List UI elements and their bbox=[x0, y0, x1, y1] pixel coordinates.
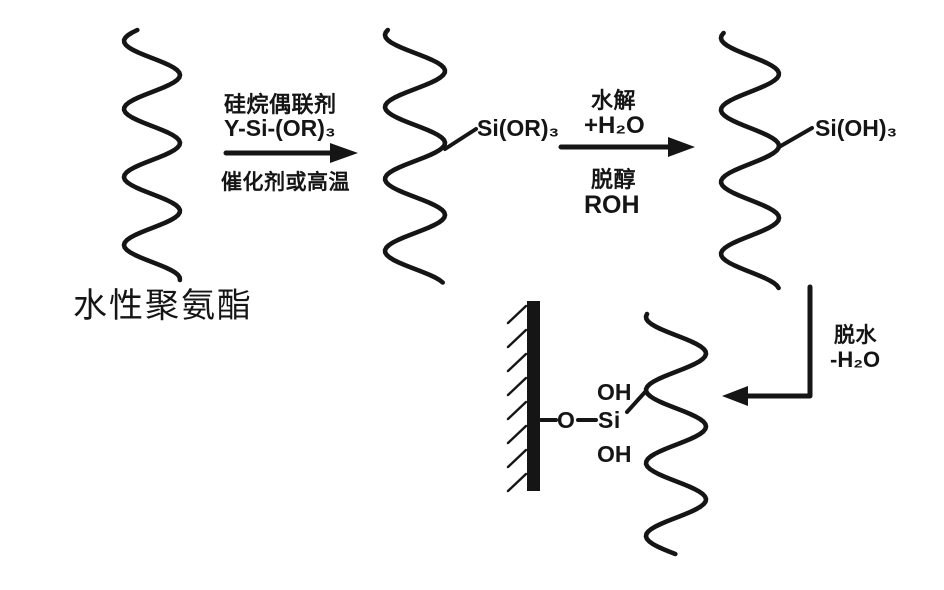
bond-si-to-chain bbox=[625, 389, 648, 414]
polymer-chain-hydrolyzed-sioh bbox=[718, 30, 782, 291]
grafted-sior-group-label: Si(OR)₃ bbox=[477, 115, 560, 141]
polymer-chain-anchored bbox=[643, 311, 709, 557]
substrate-wall bbox=[506, 301, 540, 493]
step1-reagent-name: 硅烷偶联剂 bbox=[224, 92, 337, 117]
step1-condition-label: 催化剂或高温 bbox=[221, 171, 350, 194]
product-oxygen-label: O bbox=[557, 407, 576, 433]
product-oh-top-label: OH bbox=[597, 379, 632, 405]
polymer-chain-grafted-sior bbox=[382, 27, 448, 285]
step1-reagent-formula: Y-Si-(OR)₃ bbox=[224, 115, 336, 141]
step2-hydrolysis-label: 水解 bbox=[591, 88, 637, 113]
reaction-arrow-step3 bbox=[722, 284, 813, 406]
step3-water-loss-formula: -H₂O bbox=[830, 347, 881, 372]
reaction-arrow-step2 bbox=[558, 137, 695, 157]
polymer-chain-waterborne-pu bbox=[121, 27, 183, 283]
product-oh-bottom-label: OH bbox=[597, 441, 632, 467]
step2-dealcohol-label: 脱醇 bbox=[591, 167, 637, 192]
step2-roh-formula: ROH bbox=[584, 191, 640, 219]
hydrolyzed-sioh-group-label: Si(OH)₃ bbox=[815, 115, 898, 141]
product-silicon-label: Si bbox=[598, 407, 621, 433]
reaction-arrow-step1 bbox=[223, 143, 358, 163]
bond-chain-to-sior bbox=[443, 127, 478, 151]
step3-dehydration-label: 脱水 bbox=[834, 324, 877, 347]
bond-chain-to-sioh bbox=[777, 126, 814, 149]
wall-hatching bbox=[506, 304, 528, 493]
step2-water-formula: +H₂O bbox=[584, 112, 645, 139]
waterborne-polyurethane-label: 水性聚氨酯 bbox=[73, 288, 253, 325]
